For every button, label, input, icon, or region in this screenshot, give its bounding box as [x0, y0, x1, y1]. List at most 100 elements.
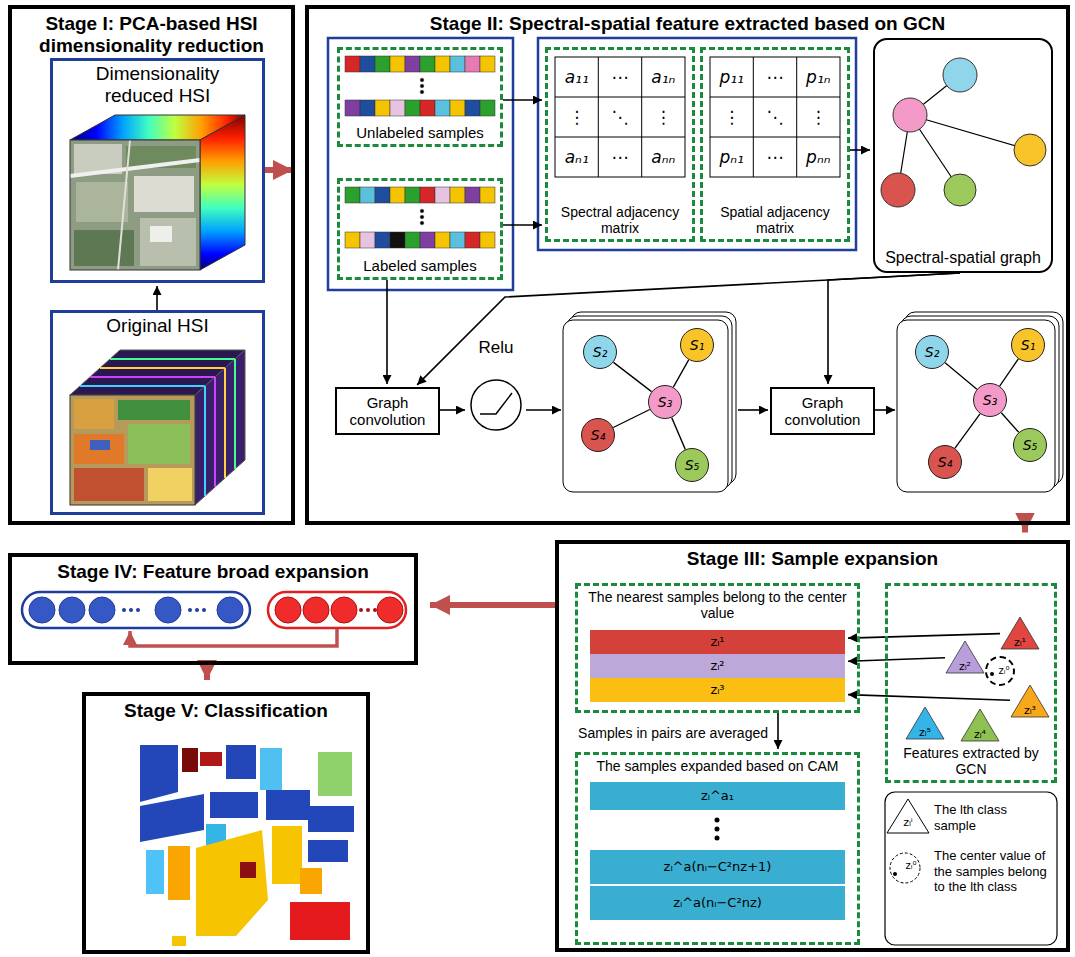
classification-map-part — [172, 936, 186, 946]
box-label: Features extracted by GCN — [894, 745, 1048, 777]
image-panel: Original HSI — [50, 310, 265, 515]
sample-grid-part — [420, 90, 424, 94]
node-symbol: S₅ — [1023, 438, 1038, 452]
feature-vector-part — [377, 597, 403, 623]
hsi-cube-original-part — [74, 399, 114, 429]
hsi-cube-reduced-part — [150, 226, 172, 242]
flow-arrow — [848, 634, 1000, 639]
hsi-cube-reduced-part — [70, 140, 200, 270]
hsi-cube-original-part — [80, 385, 205, 387]
node-symbol: S₄ — [938, 455, 953, 469]
triangle-outline — [1001, 617, 1039, 649]
flow-arrow-part — [526, 409, 561, 411]
matrix-entry: a₁ₙ — [651, 69, 675, 86]
flow-arrow — [430, 602, 555, 608]
flow-arrow-part — [875, 409, 895, 411]
hsi-cube-reduced-part — [118, 140, 130, 270]
graph-node: S₅ — [675, 448, 709, 482]
box-label: Spectral adjacency matrix — [554, 204, 686, 236]
sample-grid-part — [420, 56, 435, 72]
center-dot-mark — [990, 672, 994, 676]
graph-node: S₅ — [1013, 428, 1047, 462]
graph-card-stack — [563, 312, 1063, 492]
hsi-cube-original-part — [74, 434, 124, 464]
hsi-cube-original-part — [148, 468, 192, 501]
classification-map-part — [308, 806, 354, 832]
stage-title: Stage I: PCA-based HSI dimensionality re… — [22, 13, 281, 57]
sample-grid-part — [375, 100, 390, 116]
hsi-cube-original-part — [70, 395, 195, 505]
box-label: The samples expanded based on CAM — [596, 758, 838, 774]
hsi-cube-original-part — [234, 359, 236, 469]
flow-arrow — [503, 224, 542, 226]
flow-arrow — [848, 695, 1010, 701]
sample-band: zₗ^a₁ — [590, 782, 845, 810]
sample-triangle: zₗ⁴ — [960, 708, 1000, 742]
graph-link — [672, 418, 686, 450]
sample-grid-part — [390, 100, 405, 116]
matrix-entry: ⋱ — [767, 109, 784, 126]
classification-map — [140, 745, 354, 946]
sample-grid-part — [390, 232, 405, 248]
hsi-cube-reduced-part — [70, 160, 200, 176]
feature-vector-part — [217, 597, 243, 623]
legend-frame-part — [890, 853, 920, 883]
legend-frame — [885, 792, 1057, 945]
sample-symbol: zₗ¹ — [1014, 637, 1026, 648]
hsi-cube-original-part — [118, 400, 190, 420]
sample-symbol: zₗ³ — [710, 683, 724, 698]
hsi-cube-reduced-part — [200, 115, 245, 270]
graph-node: S₄ — [581, 418, 615, 452]
legend-symbol: zₗⁱ — [903, 817, 913, 828]
group-box: The samples expanded based on CAM zₗ^a₁ zₗ… — [575, 752, 860, 945]
graph-node: S₂ — [915, 335, 949, 369]
feature-vector-part — [188, 608, 192, 612]
sample-grid-part — [420, 232, 435, 248]
sample-grid-part — [375, 232, 390, 248]
stage-title: Stage III: Sample expansion — [687, 548, 938, 570]
matrix-entry: ⋮ — [655, 109, 672, 126]
legend-symbol: zₗ⁰ — [906, 861, 917, 871]
stage-title: Stage II: Spectral-spatial feature extra… — [430, 13, 945, 35]
sample-grid-part — [465, 100, 480, 116]
matrix-entry: a₁₁ — [565, 69, 589, 86]
sample-triangle: zₗ¹ — [1000, 616, 1040, 650]
node-symbol: S₂ — [925, 345, 940, 359]
relu-curve — [480, 393, 512, 414]
sample-symbol: zₗ³ — [1024, 705, 1036, 716]
sample-grid-part — [360, 232, 375, 248]
classification-map-part — [168, 846, 190, 900]
sample-grid — [345, 56, 495, 248]
classification-map-part — [140, 794, 204, 842]
node-symbol: S₁ — [1021, 338, 1036, 352]
graph-illustration-part — [944, 174, 976, 206]
sample-grid-part — [450, 100, 465, 116]
sample-grid-part — [375, 56, 390, 72]
classification-map-part — [308, 840, 348, 862]
matrix-entry: aₙₙ — [651, 149, 675, 166]
node-symbol: S₃ — [983, 393, 998, 407]
feature-vector — [22, 592, 406, 646]
stage-title: Stage V: Classification — [124, 700, 328, 722]
feature-vector-part — [303, 597, 329, 623]
sample-grid-part — [435, 187, 450, 203]
classification-map-part — [200, 752, 222, 766]
sample-symbol: zₗ^a(nₗ−C²nz+1) — [664, 860, 772, 875]
stage-panel: Stage V: Classification — [82, 692, 370, 954]
sample-grid-part — [465, 232, 480, 248]
process-box: Graph convolution — [335, 387, 440, 435]
sample-triangle: zₗ⁵ — [905, 706, 945, 740]
feature-vector-part — [129, 608, 133, 612]
matrix-entry: p₁₁ — [719, 69, 743, 86]
classification-map-part — [318, 752, 352, 796]
hsi-cube-original-part — [128, 424, 190, 464]
sample-grid-part — [360, 187, 375, 203]
feature-vector-part — [275, 597, 301, 623]
sample-symbol: zₗ⁴ — [974, 729, 986, 740]
box-label: The nearest samples belong to the center… — [584, 589, 851, 621]
sample-grid-part — [345, 56, 360, 72]
matrix-grid-part — [555, 57, 685, 177]
legend-text: The center value of the samples belong t… — [934, 848, 1047, 894]
hsi-cube-original-part — [195, 350, 245, 505]
